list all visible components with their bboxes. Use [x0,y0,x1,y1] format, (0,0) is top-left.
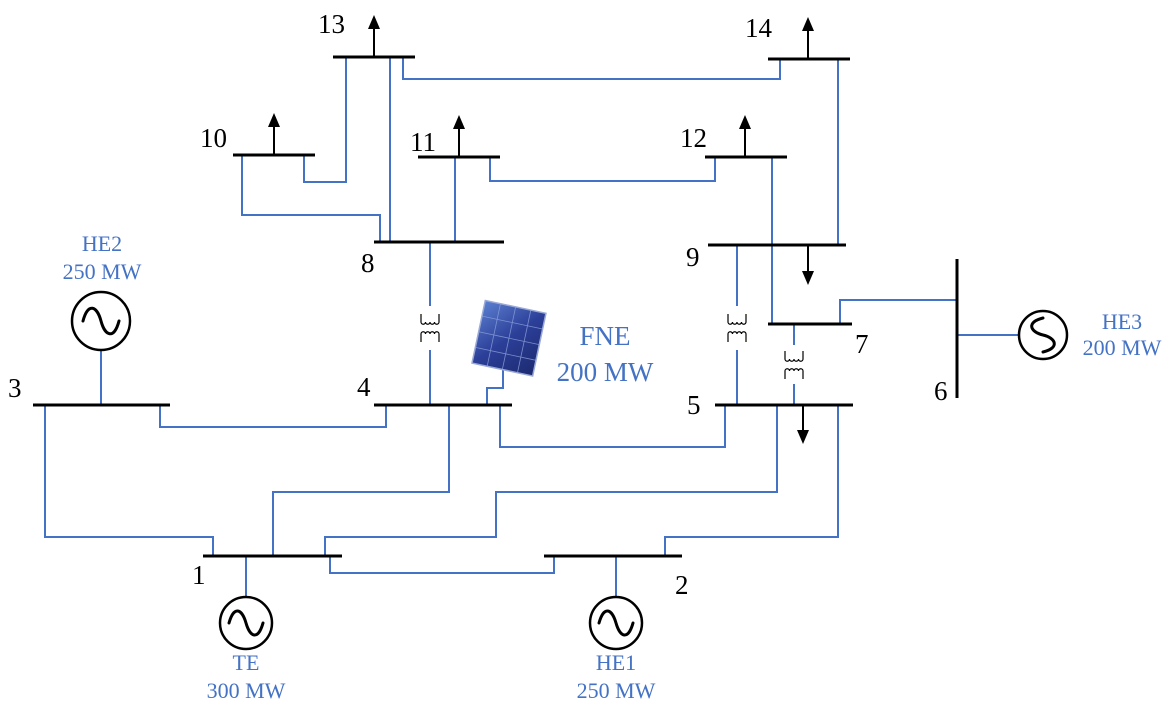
branch-6-7[interactable] [839,299,957,324]
branch-11-12[interactable] [489,157,716,182]
branch-1-4[interactable] [272,405,450,556]
transformer-4-8[interactable] [420,242,440,405]
bus-label-4: 4 [357,372,371,402]
transmission-lines [44,57,1019,599]
transformers [420,242,804,405]
bus-label-1: 1 [192,560,206,590]
generator-he1-name: HE1 [596,650,636,675]
generator-he2-capacity: 250 MW [63,259,142,284]
ac-generator-icon [218,595,274,651]
bus-label-5: 5 [687,390,701,420]
branch-2-5[interactable] [664,405,839,556]
bus-label-9: 9 [686,242,700,272]
ac-generator-icon [70,290,132,352]
generator-he3-capacity: 200 MW [1083,335,1162,360]
generator-te[interactable]: TE 300 MW [207,595,286,703]
bus-label-2: 2 [675,570,689,600]
bus-label-14: 14 [745,13,773,43]
bus-label-8: 8 [361,248,375,278]
branch-13-14[interactable] [402,57,781,80]
branch-3-4[interactable] [159,405,387,428]
generator-he2[interactable]: HE2 250 MW [63,231,142,352]
bus-label-6: 6 [934,376,948,406]
ac-generator-icon [588,595,644,651]
transformer-coil-icon [420,314,440,342]
synchronous-condenser-icon [1017,309,1069,361]
generator-he3[interactable]: HE3 200 MW [1017,309,1162,361]
branch-1-3[interactable] [44,405,214,556]
bus-label-3: 3 [8,373,22,403]
branch-10-13[interactable] [303,57,347,183]
solar-plant-fne[interactable]: FNE 200 MW [471,299,654,387]
load-arrow-10-icon [268,113,280,155]
load-arrow-14-icon [802,17,814,59]
bus-label-7: 7 [855,329,869,359]
generator-te-name: TE [233,650,260,675]
bus-label-10: 10 [200,123,227,153]
generator-he3-name: HE3 [1102,309,1142,334]
solar-fne-name: FNE [579,321,630,351]
solar-fne-capacity: 200 MW [557,357,654,387]
generator-he1-capacity: 250 MW [577,678,656,703]
bus-label-11: 11 [410,127,436,157]
branch-1-2[interactable] [329,556,555,574]
branch-1-5[interactable] [324,405,778,556]
bus-label-13: 13 [318,9,345,39]
bus-label-12: 12 [680,123,707,153]
transformer-coil-icon [784,351,804,379]
load-arrow-5-icon [797,405,809,444]
buses [33,55,959,558]
branch-4-5[interactable] [499,405,726,448]
transformer-5-7[interactable] [784,324,804,405]
load-arrow-13-icon [368,15,380,57]
bus-labels: 1 2 3 4 5 6 7 8 9 10 11 12 13 14 [8,9,948,600]
transformer-coil-icon [727,314,747,342]
load-arrow-12-icon [739,115,751,157]
solar-tie-fne [486,370,504,405]
generator-he1[interactable]: HE1 250 MW [577,595,656,703]
generator-te-capacity: 300 MW [207,678,286,703]
loads [268,15,814,444]
generator-he2-name: HE2 [82,231,122,256]
generators: HE2 250 MW TE 300 MW HE1 250 MW HE3 [63,231,1162,703]
load-arrow-11-icon [453,115,465,157]
load-arrow-9-icon [802,245,814,285]
transformer-5-9[interactable] [727,245,747,405]
branch-8-10[interactable] [241,155,381,242]
solar-panel-icon [471,299,547,377]
